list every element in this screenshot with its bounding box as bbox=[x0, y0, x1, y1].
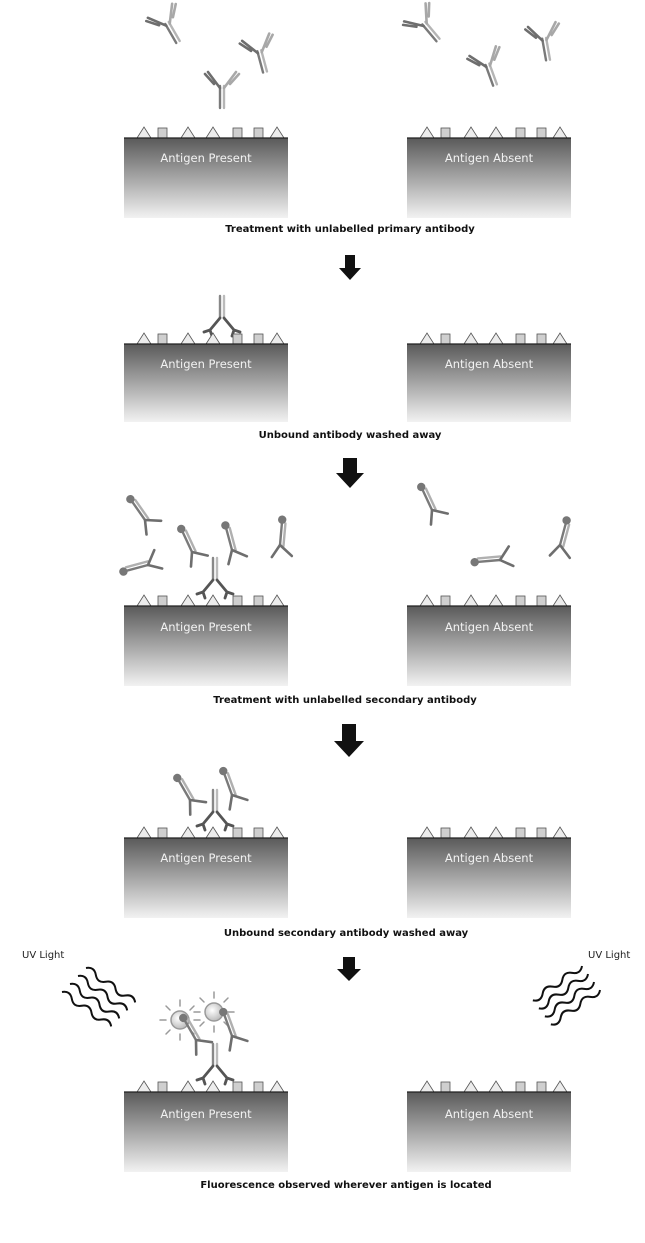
primary-antibodies bbox=[143, 0, 567, 110]
step-5: UV Light UV Light bbox=[22, 950, 630, 1191]
arrow-down bbox=[339, 255, 361, 280]
block-absent bbox=[407, 838, 571, 918]
label-present: Antigen Present bbox=[160, 620, 252, 634]
uv-label-left: UV Light bbox=[22, 950, 64, 961]
arrow-down bbox=[336, 458, 364, 488]
label-absent: Antigen Absent bbox=[445, 357, 534, 371]
step-3: Antigen Present Antigen Absent Treatment… bbox=[116, 480, 589, 706]
uv-waves-left bbox=[59, 964, 138, 1030]
block-present bbox=[124, 838, 288, 918]
label-present: Antigen Present bbox=[160, 851, 252, 865]
uv-waves-right bbox=[530, 962, 603, 1028]
block-present bbox=[124, 606, 288, 686]
step-4: Antigen Present Antigen Absent Unbound s… bbox=[124, 764, 571, 939]
caption: Treatment with unlabelled secondary anti… bbox=[213, 695, 477, 706]
arrow-down bbox=[334, 724, 364, 757]
label-absent: Antigen Absent bbox=[445, 620, 534, 634]
secondary-antibodies bbox=[116, 480, 589, 593]
block-absent bbox=[407, 138, 571, 218]
label-absent: Antigen Absent bbox=[445, 851, 534, 865]
caption: Fluorescence observed wherever antigen i… bbox=[200, 1180, 491, 1191]
block-present bbox=[124, 138, 288, 218]
label-present: Antigen Present bbox=[160, 1107, 252, 1121]
label-present: Antigen Present bbox=[160, 151, 252, 165]
label-present: Antigen Present bbox=[160, 357, 252, 371]
uv-label-right: UV Light bbox=[588, 950, 630, 961]
step-1: Antigen Present Antigen Absent Treatment… bbox=[124, 0, 571, 235]
caption: Unbound antibody washed away bbox=[259, 430, 442, 441]
label-absent: Antigen Absent bbox=[445, 1107, 534, 1121]
block-absent bbox=[407, 1092, 571, 1172]
caption: Unbound secondary antibody washed away bbox=[224, 928, 469, 939]
arrow-down bbox=[337, 957, 361, 981]
step-2: Antigen Present Antigen Absent Unbound a… bbox=[124, 294, 571, 441]
block-absent bbox=[407, 606, 571, 686]
label-absent: Antigen Absent bbox=[445, 151, 534, 165]
caption: Treatment with unlabelled primary antibo… bbox=[225, 224, 475, 235]
block-present bbox=[124, 344, 288, 422]
block-present bbox=[124, 1092, 288, 1172]
block-absent bbox=[407, 344, 571, 422]
